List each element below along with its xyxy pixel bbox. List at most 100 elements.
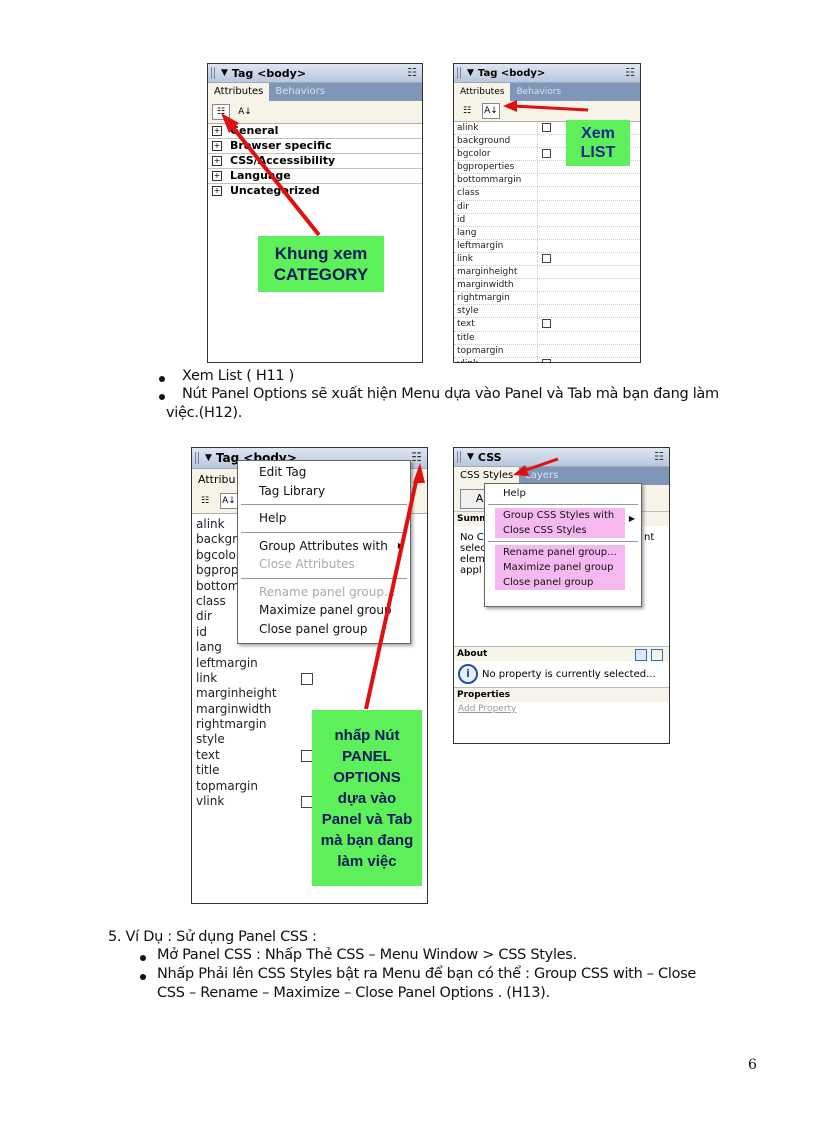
- expand-icon[interactable]: +: [212, 171, 222, 181]
- attribute-row[interactable]: background: [454, 135, 640, 149]
- tab-layers[interactable]: Layers: [525, 470, 559, 481]
- attribute-row[interactable]: marginwidth: [192, 702, 427, 717]
- collapse-triangle-icon[interactable]: ▼: [205, 453, 212, 463]
- category-row[interactable]: +Language: [208, 169, 422, 184]
- attribute-checkbox[interactable]: [542, 123, 551, 132]
- menu-item-help[interactable]: Help: [503, 488, 526, 499]
- attribute-row[interactable]: bottommargin: [454, 174, 640, 188]
- attribute-row[interactable]: bgproperties: [454, 161, 640, 175]
- panel-options-icon[interactable]: ☷: [625, 66, 635, 79]
- attribute-row[interactable]: title: [454, 331, 640, 345]
- attribute-row[interactable]: rightmargin: [454, 292, 640, 306]
- attribute-row[interactable]: leftmargin: [192, 656, 427, 671]
- attribute-name: marginwidth: [454, 279, 538, 292]
- attribute-row[interactable]: style: [454, 305, 640, 319]
- category-view-icon[interactable]: ☷: [462, 106, 472, 116]
- attribute-row[interactable]: dir: [192, 609, 427, 624]
- attribute-row[interactable]: marginheight: [454, 266, 640, 280]
- attribute-row[interactable]: text: [454, 318, 640, 332]
- attribute-row[interactable]: bgcolor: [454, 148, 640, 162]
- category-view-icon[interactable]: ☷: [200, 496, 210, 506]
- attribute-checkbox[interactable]: [542, 149, 551, 159]
- collapse-triangle-icon[interactable]: ▼: [467, 68, 474, 78]
- attribute-row[interactable]: leftmargin: [454, 239, 640, 253]
- collapse-triangle-icon[interactable]: ▼: [467, 452, 474, 462]
- grip-icon[interactable]: [457, 451, 463, 463]
- menu-item-close-css-styles[interactable]: Close CSS Styles: [503, 525, 587, 536]
- category-row[interactable]: +Browser specific: [208, 139, 422, 154]
- menu-item-close-panel-group[interactable]: Close panel group: [259, 621, 368, 636]
- tab-attributes[interactable]: Attributes: [454, 83, 511, 101]
- attribute-row[interactable]: bottom: [192, 579, 427, 594]
- menu-item-group-attributes-with[interactable]: Group Attributes with▶: [238, 537, 410, 556]
- attribute-checkbox[interactable]: [542, 358, 551, 362]
- attribute-row[interactable]: marginheight: [192, 686, 427, 701]
- grip-icon[interactable]: [457, 67, 463, 79]
- panel-options-icon[interactable]: ☷: [407, 66, 417, 79]
- attribute-row[interactable]: alink: [454, 122, 640, 136]
- category-view-icon[interactable]: ☷: [212, 104, 230, 120]
- menu-item-group-css-styles-with[interactable]: Group CSS Styles with: [503, 510, 615, 521]
- attribute-row[interactable]: topmargin: [454, 344, 640, 358]
- attribute-row[interactable]: backgro: [192, 532, 427, 547]
- category-row[interactable]: +CSS/Accessibility: [208, 154, 422, 169]
- attribute-row[interactable]: rightmargin: [192, 717, 427, 732]
- add-property-link[interactable]: Add Property: [458, 704, 517, 714]
- category-row[interactable]: +General: [208, 124, 422, 139]
- attribute-row[interactable]: id: [192, 625, 427, 640]
- tab-behaviors[interactable]: Behaviors: [275, 86, 325, 97]
- grip-icon[interactable]: [211, 67, 217, 79]
- expand-icon[interactable]: +: [212, 156, 222, 166]
- expand-icon[interactable]: +: [212, 126, 222, 136]
- attribute-row[interactable]: class: [192, 594, 427, 609]
- expand-icon[interactable]: +: [212, 186, 222, 196]
- attribute-row[interactable]: class: [454, 187, 640, 201]
- panel-header[interactable]: ▼ Tag <body> ☷: [454, 64, 640, 83]
- menu-item-edit-tag[interactable]: Edit Tag: [259, 465, 307, 479]
- attribute-row[interactable]: style: [192, 732, 427, 747]
- panel-options-icon[interactable]: ☷: [411, 450, 422, 464]
- panel-header[interactable]: ▼ Tag <body> ☷: [208, 64, 422, 83]
- tab-attributes[interactable]: Attributes: [208, 83, 270, 101]
- sort-az-list-icon[interactable]: A↓: [220, 493, 238, 509]
- menu-item-rename-panel-group[interactable]: Rename panel group...: [259, 584, 396, 599]
- attribute-checkbox[interactable]: [542, 319, 551, 329]
- tab-attributes[interactable]: Attribu: [192, 471, 242, 489]
- attribute-row[interactable]: id: [454, 213, 640, 227]
- attribute-row[interactable]: link: [192, 671, 427, 686]
- grip-icon[interactable]: [195, 452, 201, 464]
- menu-item-close-attributes[interactable]: Close Attributes: [259, 557, 355, 571]
- attribute-row[interactable]: bgprop: [192, 563, 427, 578]
- attribute-row[interactable]: topmargin: [192, 779, 427, 794]
- attribute-row[interactable]: lang: [454, 226, 640, 240]
- expand-icon[interactable]: +: [212, 141, 222, 151]
- sort-az-list-icon[interactable]: A↓: [238, 107, 252, 117]
- menu-item-maximize-panel-group[interactable]: Maximize panel group: [259, 603, 392, 617]
- attribute-checkbox[interactable]: [301, 672, 313, 685]
- show-cascade-icon[interactable]: [635, 649, 647, 661]
- show-list-icon[interactable]: [651, 649, 663, 661]
- attribute-row[interactable]: marginwidth: [454, 279, 640, 293]
- tab-css-styles[interactable]: CSS Styles: [454, 467, 520, 485]
- menu-item-rename-panel-group[interactable]: Rename panel group...: [503, 547, 617, 558]
- attribute-row[interactable]: link: [454, 252, 640, 267]
- attribute-row[interactable]: dir: [454, 200, 640, 214]
- attribute-row[interactable]: alink: [192, 517, 427, 532]
- attribute-checkbox[interactable]: [542, 253, 551, 263]
- tab-behaviors[interactable]: Behaviors: [516, 87, 562, 97]
- attribute-row[interactable]: title: [192, 763, 427, 778]
- menu-item-close-panel-group[interactable]: Close panel group: [503, 577, 594, 588]
- sort-az-list-icon[interactable]: A↓: [482, 103, 500, 119]
- panel-title: Tag <body>: [231, 66, 307, 80]
- panel-options-icon[interactable]: ☷: [654, 450, 664, 463]
- attribute-row[interactable]: bgcolor: [192, 548, 427, 563]
- info-icon: i: [458, 664, 478, 684]
- category-row[interactable]: +Uncategorized: [212, 184, 320, 197]
- collapse-triangle-icon[interactable]: ▼: [221, 68, 228, 78]
- menu-item-maximize-panel-group[interactable]: Maximize panel group: [503, 562, 614, 573]
- menu-item-help[interactable]: Help: [259, 511, 287, 525]
- attribute-row[interactable]: lang: [192, 640, 427, 655]
- menu-item-tag-library[interactable]: Tag Library: [259, 483, 326, 498]
- attribute-row[interactable]: vlink: [454, 357, 640, 362]
- panel-header[interactable]: ▼ CSS ☷: [454, 448, 669, 467]
